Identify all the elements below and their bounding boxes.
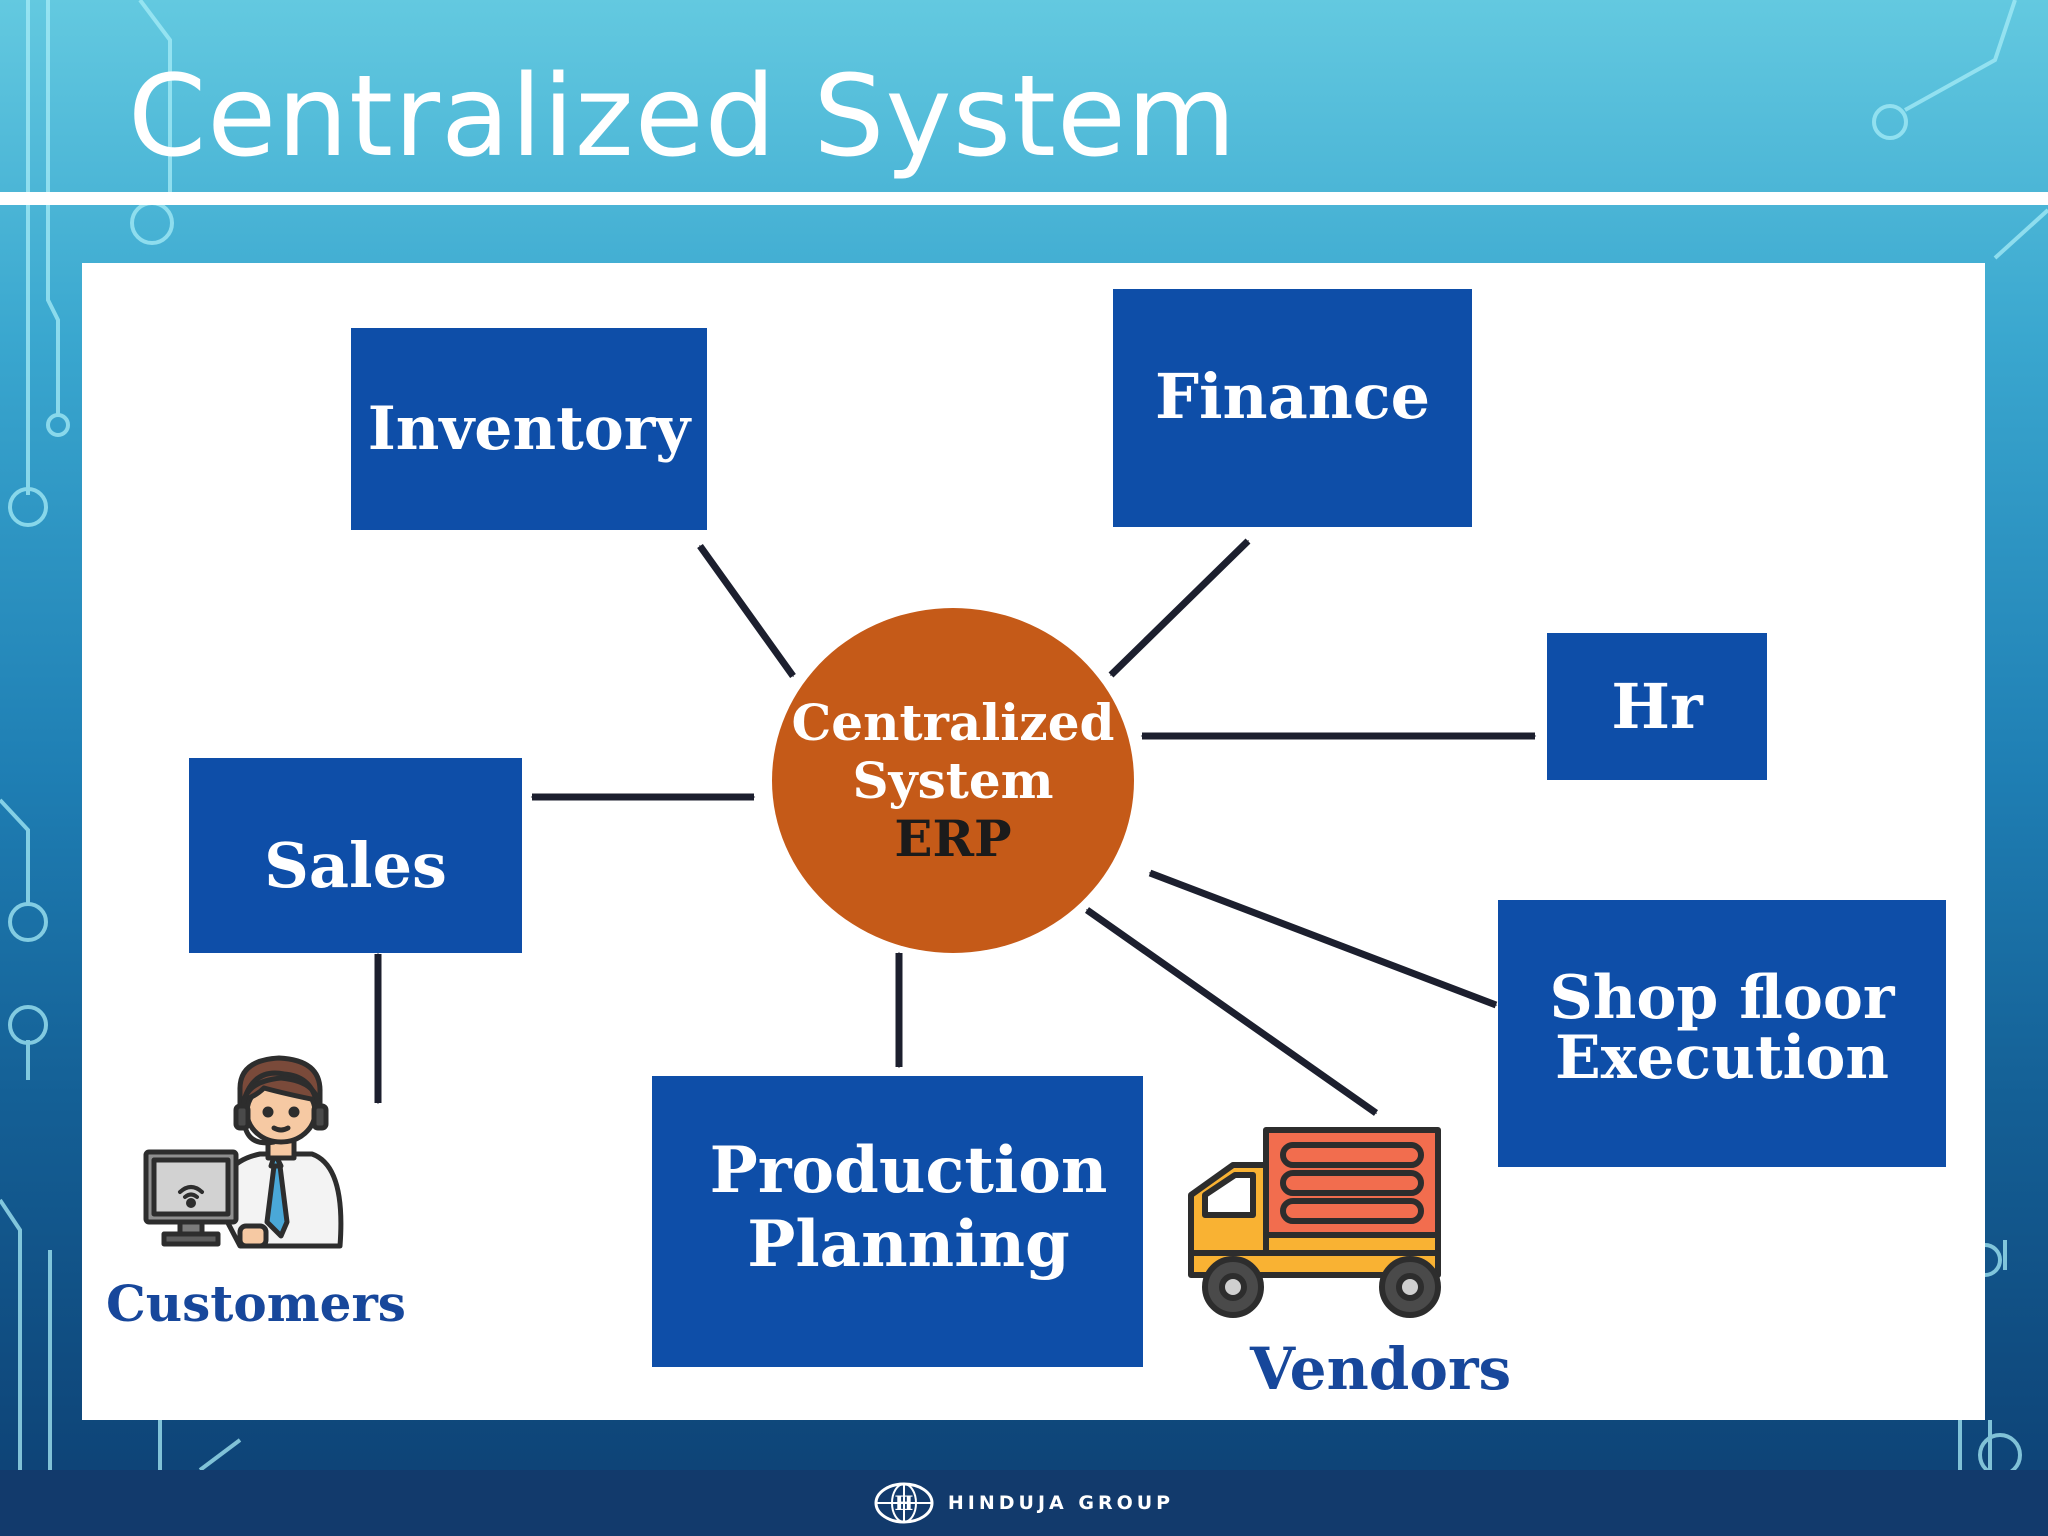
shop-floor-execution-box: Shop floor Execution	[1498, 900, 1946, 1167]
footer-bar: H HINDUJA GROUP	[0, 1470, 2048, 1536]
shop-floor-label-line2: Execution	[1555, 1022, 1889, 1093]
delivery-truck-icon	[1188, 1127, 1441, 1318]
inventory-box: Inventory	[351, 328, 707, 530]
production-label-line2: Planning	[747, 1206, 1070, 1282]
hub-label-line2: System	[852, 750, 1054, 810]
finance-label: Finance	[1154, 360, 1431, 433]
sales-box: Sales	[189, 758, 522, 953]
hr-box: Hr	[1547, 633, 1767, 780]
hr-label: Hr	[1611, 669, 1703, 743]
customer-support-agent-icon	[143, 1055, 344, 1249]
inventory-label: Inventory	[367, 394, 691, 464]
production-label-line1: Production	[709, 1132, 1108, 1208]
shop-floor-label-line1: Shop floor	[1549, 962, 1895, 1033]
arrow-finance-hub	[1108, 538, 1251, 678]
vendors-label: Vendors	[1250, 1335, 1512, 1403]
hub-label-line1: Centralized	[791, 692, 1115, 752]
customers-label: Customers	[106, 1274, 406, 1333]
arrow-shopfloor-hub	[1148, 869, 1498, 1009]
logo-mark: H	[894, 1491, 913, 1515]
finance-box: Finance	[1113, 289, 1472, 527]
hinduja-globe-logo-icon: H	[874, 1482, 934, 1524]
footer-brand: HINDUJA GROUP	[947, 1492, 1175, 1514]
arrow-vendors-hub	[1084, 907, 1379, 1116]
slide-title: Centralized System	[128, 52, 1237, 182]
sales-label: Sales	[264, 828, 447, 902]
arrow-inventory-hub	[697, 543, 796, 679]
production-planning-box: Production Planning	[652, 1076, 1143, 1367]
erp-hub: Centralized System ERP	[772, 608, 1134, 953]
title-divider	[0, 192, 2048, 205]
hub-label-line3: ERP	[894, 808, 1012, 868]
